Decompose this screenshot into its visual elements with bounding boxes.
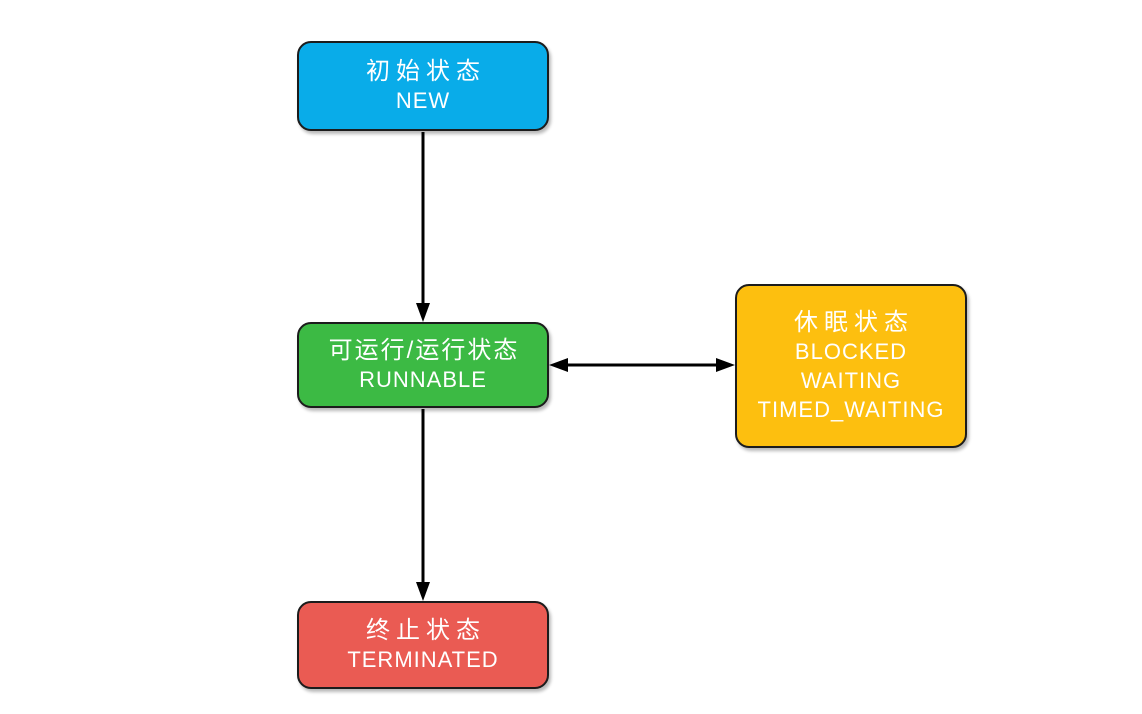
node-terminated-label-zh: 终止状态 [366, 617, 486, 644]
node-terminated-label-en: TERMINATED [347, 647, 499, 672]
node-new-state: 初始状态 NEW [297, 41, 549, 131]
arrow-runnable-to-terminated [416, 409, 430, 601]
node-runnable-label-en: RUNNABLE [359, 367, 487, 392]
node-sleep-state: 休眠状态 BLOCKED WAITING TIMED_WAITING [735, 284, 967, 448]
node-new-label-zh: 初始状态 [366, 58, 486, 85]
arrow-runnable-sleep-bidirectional [549, 358, 735, 372]
node-sleep-label-zh: 休眠状态 [794, 309, 914, 336]
node-runnable-state: 可运行/运行状态 RUNNABLE [297, 322, 549, 408]
node-new-label-en: NEW [395, 88, 451, 113]
node-sleep-label-timed-waiting: TIMED_WAITING [757, 397, 945, 422]
arrow-new-to-runnable [416, 132, 430, 322]
node-sleep-label-blocked: BLOCKED [794, 339, 908, 364]
node-terminated-state: 终止状态 TERMINATED [297, 601, 549, 689]
node-sleep-label-waiting: WAITING [800, 368, 902, 393]
node-runnable-label-zh: 可运行/运行状态 [328, 337, 520, 364]
